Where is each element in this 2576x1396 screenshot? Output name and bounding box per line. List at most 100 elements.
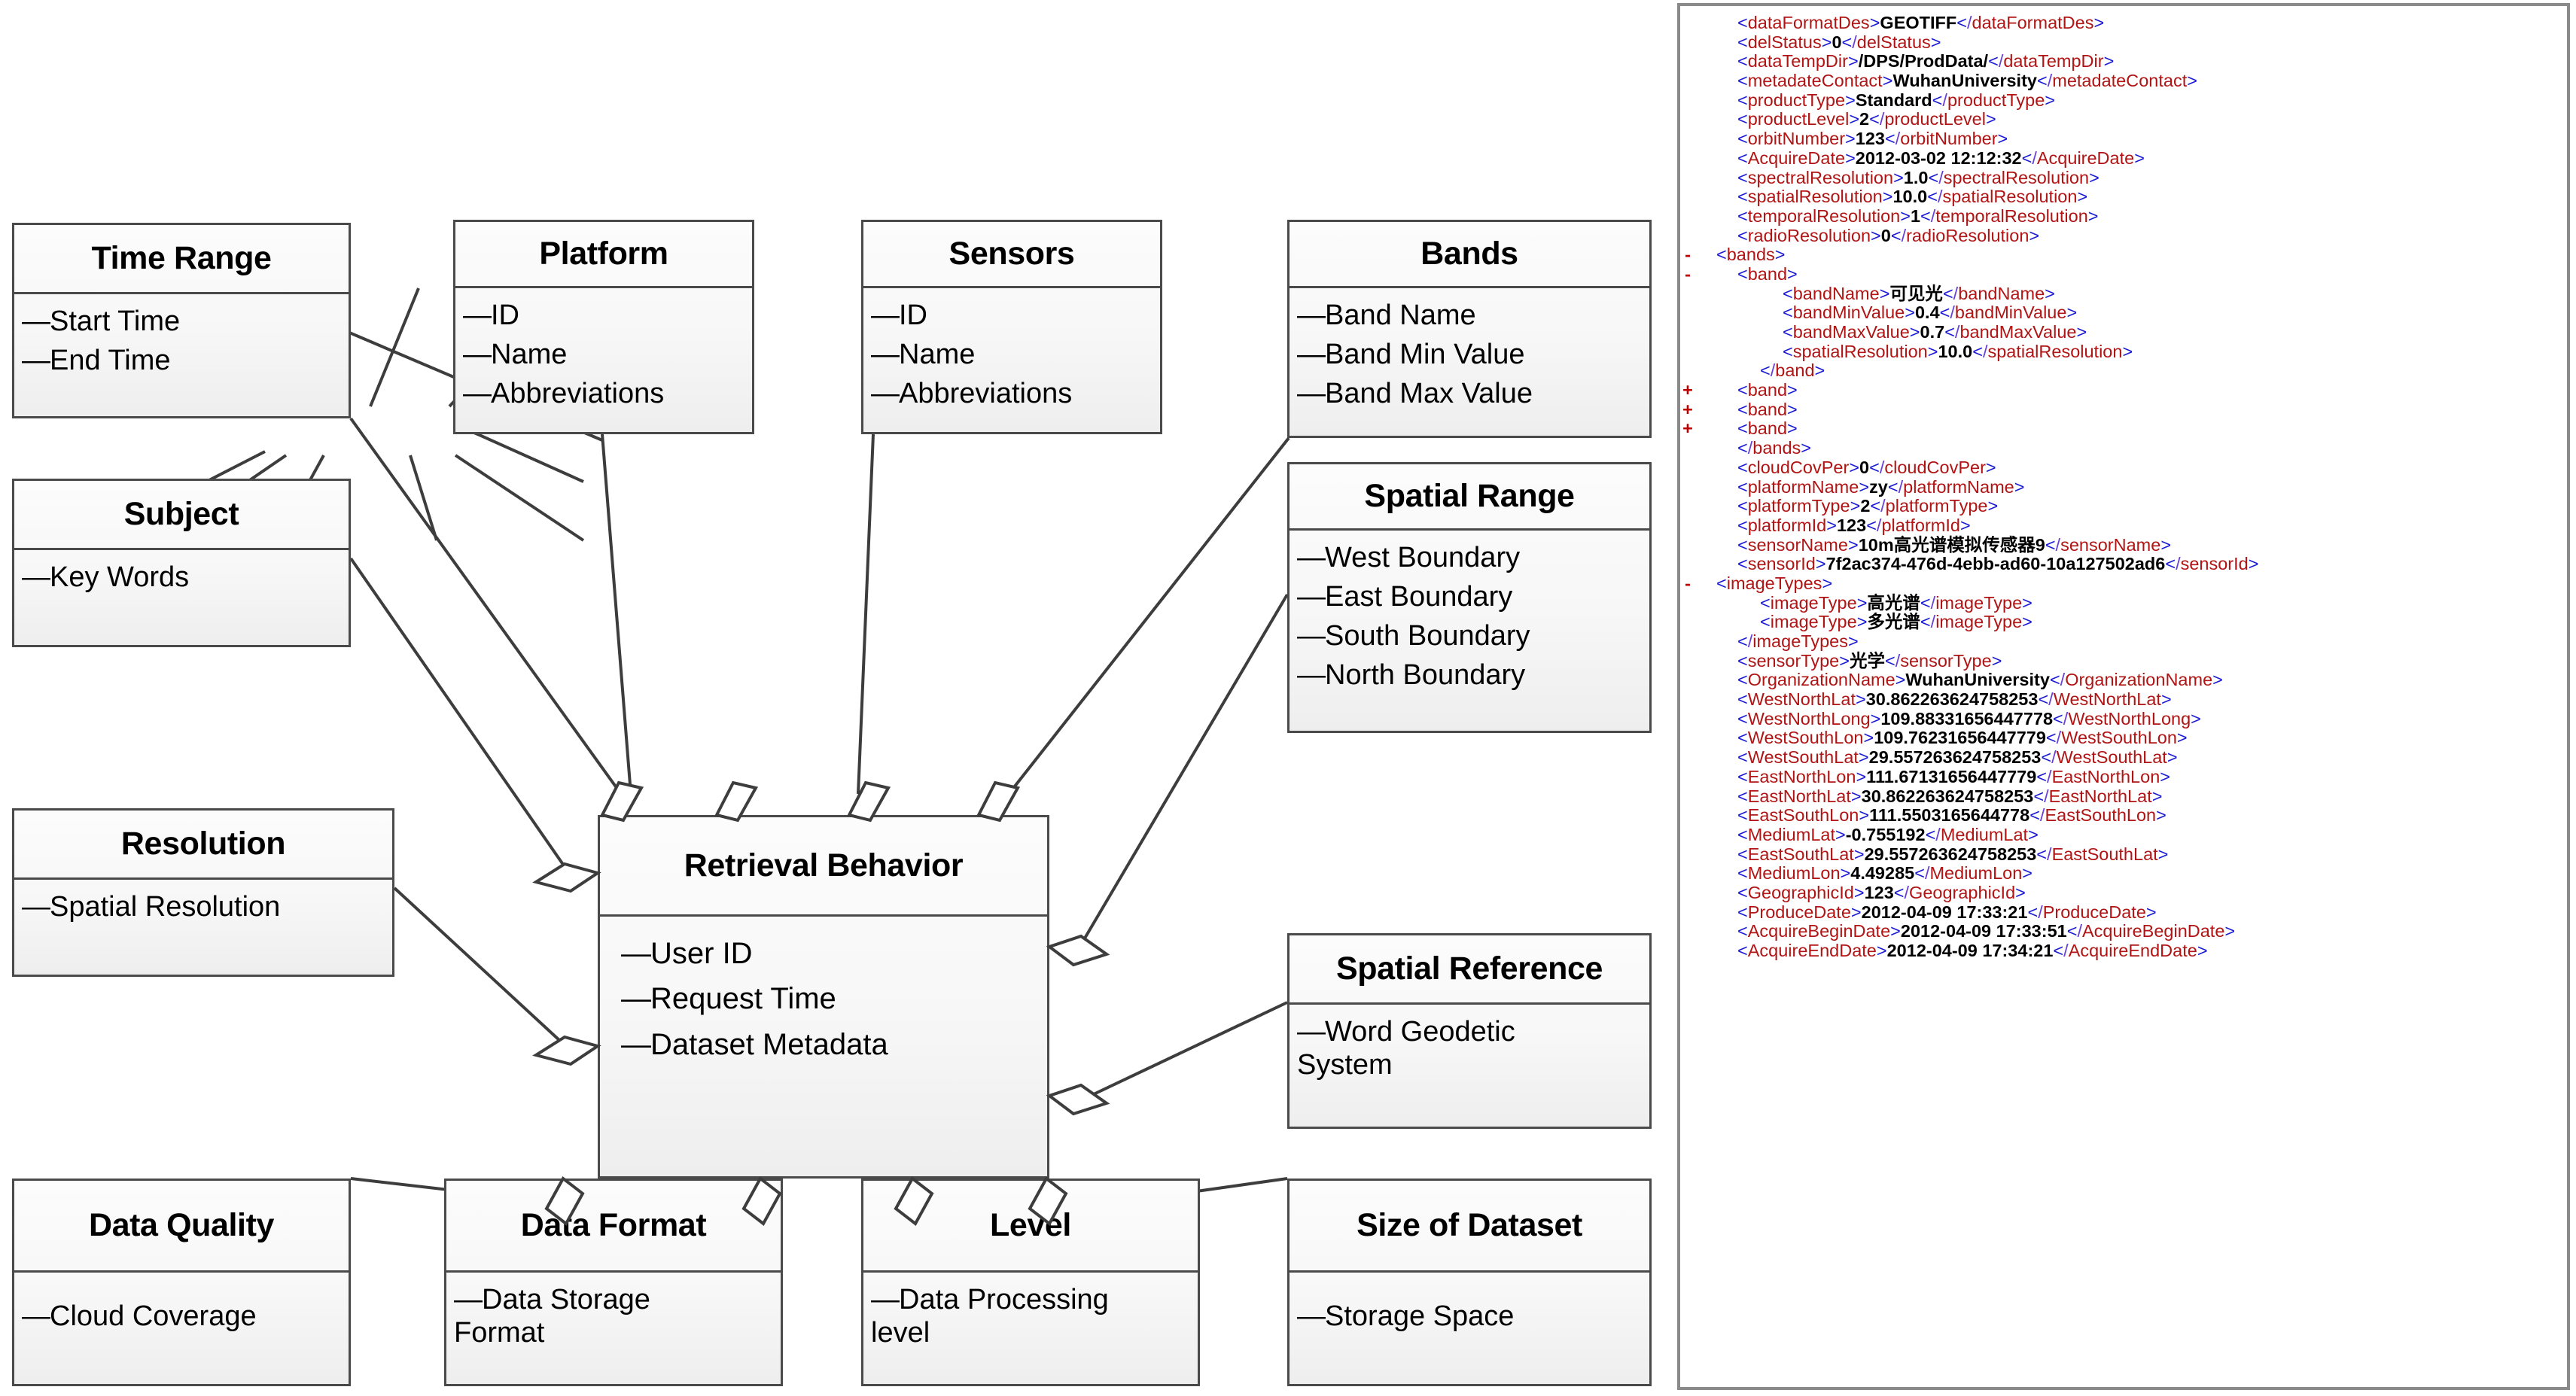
xml-line[interactable]: <delStatus>0</delStatus> <box>1680 32 2567 53</box>
uml-attribute: —South Boundary <box>1297 620 1530 652</box>
xml-node: <bandName>可见光</bandName> <box>1783 283 2055 303</box>
uml-class-size-of-dataset[interactable]: Size of Dataset —Storage Space <box>1287 1179 1652 1386</box>
uml-class-sensors[interactable]: Sensors —ID —Name —Abbreviations <box>861 220 1162 434</box>
xml-node: <AcquireEndDate>2012-04-09 17:34:21</Acq… <box>1737 941 2208 960</box>
xml-line[interactable]: <productLevel>2</productLevel> <box>1680 110 2567 129</box>
uml-class-level[interactable]: Level —Data Processing level <box>861 1179 1200 1386</box>
uml-class-time-range[interactable]: Time Range —Start Time —End Time <box>12 223 351 418</box>
xml-line[interactable]: <WestSouthLon>109.76231656447779</WestSo… <box>1680 728 2567 748</box>
xml-line[interactable]: <orbitNumber>123</orbitNumber> <box>1680 129 2567 149</box>
xml-line[interactable]: + <band> <box>1680 400 2567 420</box>
collapse-toggle-icon[interactable]: - <box>1685 573 1691 593</box>
xml-line[interactable]: <radioResolution>0</radioResolution> <box>1680 226 2567 246</box>
xml-node: <productType>Standard</productType> <box>1737 90 2056 110</box>
xml-line[interactable]: <ProduceDate>2012-04-09 17:33:21</Produc… <box>1680 902 2567 923</box>
xml-line[interactable]: <bandMinValue>0.4</bandMinValue> <box>1680 303 2567 323</box>
xml-line[interactable]: <AcquireBeginDate>2012-04-09 17:33:51</A… <box>1680 921 2567 941</box>
xml-line[interactable]: <dataFormatDes>GEOTIFF</dataFormatDes> <box>1680 13 2567 33</box>
uml-class-platform[interactable]: Platform —ID —Name —Abbreviations <box>453 220 754 434</box>
expand-toggle-icon[interactable]: + <box>1682 399 1693 419</box>
xml-line[interactable]: <MediumLon>4.49285</MediumLon> <box>1680 863 2567 884</box>
uml-attribute-list: —Data Processing level <box>863 1273 1165 1361</box>
xml-line[interactable]: <WestNorthLat>30.862263624758253</WestNo… <box>1680 689 2567 710</box>
xml-line[interactable]: + <band> <box>1680 380 2567 400</box>
xml-line[interactable]: <sensorName>10m高光谱模拟传感器9</sensorName> <box>1680 535 2567 555</box>
uml-attribute: —ID <box>463 300 519 331</box>
uml-class-data-quality[interactable]: Data Quality —Cloud Coverage <box>12 1179 351 1386</box>
xml-line[interactable]: <AcquireDate>2012-03-02 12:12:32</Acquir… <box>1680 148 2567 169</box>
xml-line[interactable]: <EastNorthLat>30.862263624758253</EastNo… <box>1680 786 2567 807</box>
xml-line[interactable]: <MediumLat>-0.755192</MediumLat> <box>1680 825 2567 845</box>
xml-node: </imageTypes> <box>1737 631 1859 651</box>
uml-attribute: —Start Time <box>22 306 181 337</box>
xml-metadata-panel[interactable]: <dataFormatDes>GEOTIFF</dataFormatDes> <… <box>1677 3 2570 1390</box>
xml-line[interactable]: <imageType>高光谱</imageType> <box>1680 593 2567 613</box>
xml-line[interactable]: </bands> <box>1680 438 2567 458</box>
xml-line[interactable]: <productType>Standard</productType> <box>1680 90 2567 111</box>
toggle-spacer-icon <box>1680 458 1695 478</box>
xml-line[interactable]: +<band> <box>1680 419 2567 439</box>
uml-class-title: Subject <box>14 481 349 550</box>
xml-line[interactable]: <sensorId>7f2ac374-476d-4ebb-ad60-10a127… <box>1680 554 2567 574</box>
collapse-toggle-icon[interactable]: - <box>1685 245 1691 265</box>
xml-line[interactable]: <GeographicId>123</GeographicId> <box>1680 882 2567 903</box>
xml-line[interactable]: <spatialResolution>10.0</spatialResoluti… <box>1680 342 2567 362</box>
xml-line[interactable]: -<bands> <box>1680 245 2567 265</box>
toggle-spacer-icon <box>1680 671 1695 690</box>
xml-line[interactable]: <platformName>zy</platformName> <box>1680 477 2567 497</box>
toggle-spacer-icon <box>1680 439 1695 458</box>
uml-attribute: —West Boundary <box>1297 542 1521 573</box>
uml-class-retrieval-behavior[interactable]: Retrieval Behavior —User ID —Request Tim… <box>598 815 1049 1179</box>
toggle-spacer-icon <box>1680 768 1695 787</box>
xml-tree-view[interactable]: <dataFormatDes>GEOTIFF</dataFormatDes> <… <box>1680 6 2567 961</box>
uml-class-title: Spatial Reference <box>1290 935 1649 1005</box>
xml-node: <band> <box>1737 399 1798 419</box>
uml-class-data-format[interactable]: Data Format —Data Storage Format <box>444 1179 783 1386</box>
uml-attribute: —Data Storage Format <box>454 1284 650 1349</box>
xml-line[interactable]: <platformId>123</platformId> <box>1680 516 2567 536</box>
xml-node: <WestNorthLong>109.88331656447778</WestN… <box>1737 708 2201 728</box>
uml-attribute-list: —Data Storage Format <box>446 1273 748 1361</box>
xml-line[interactable]: <OrganizationName>WuhanUniversity</Organ… <box>1680 671 2567 690</box>
xml-line[interactable]: <cloudCovPer>0</cloudCovPer> <box>1680 458 2567 478</box>
xml-line[interactable]: <EastSouthLon>111.5503165644778</EastSou… <box>1680 805 2567 826</box>
uml-class-resolution[interactable]: Resolution —Spatial Resolution <box>12 808 394 977</box>
xml-line[interactable]: <sensorType>光学</sensorType> <box>1680 651 2567 671</box>
xml-line[interactable]: <EastNorthLon>111.67131656447779</EastNo… <box>1680 767 2567 787</box>
toggle-spacer-icon <box>1680 284 1695 304</box>
xml-line[interactable]: <bandMaxValue>0.7</bandMaxValue> <box>1680 322 2567 342</box>
xml-line[interactable]: <imageType>多光谱</imageType> <box>1680 612 2567 632</box>
xml-line[interactable]: -<band> <box>1680 263 2567 284</box>
xml-line[interactable]: <platformType>2</platformType> <box>1680 496 2567 516</box>
xml-line[interactable]: <EastSouthLat>29.557263624758253</EastSo… <box>1680 844 2567 865</box>
xml-node: <GeographicId>123</GeographicId> <box>1737 882 2026 902</box>
uml-class-subject[interactable]: Subject —Key Words <box>12 479 351 647</box>
xml-line[interactable]: </band> <box>1680 361 2567 381</box>
xml-node: <spatialResolution>10.0</spatialResoluti… <box>1737 187 2088 207</box>
expand-toggle-icon[interactable]: + <box>1682 380 1693 400</box>
toggle-spacer-icon <box>1680 71 1695 91</box>
uml-class-title: Sensors <box>863 222 1160 288</box>
uml-class-bands[interactable]: Bands —Band Name —Band Min Value —Band M… <box>1287 220 1652 438</box>
xml-line[interactable]: <WestSouthLat>29.557263624758253</WestSo… <box>1680 747 2567 768</box>
xml-node: <band> <box>1737 380 1798 400</box>
xml-line[interactable]: <bandName>可见光</bandName> <box>1680 284 2567 304</box>
uml-attribute-list: —Key Words <box>14 550 349 606</box>
xml-line[interactable]: <spectralResolution>1.0</spectralResolut… <box>1680 168 2567 188</box>
xml-line[interactable]: <AcquireEndDate>2012-04-09 17:34:21</Acq… <box>1680 941 2567 961</box>
xml-line[interactable]: <spatialResolution>10.0</spatialResoluti… <box>1680 187 2567 207</box>
xml-line[interactable]: </imageTypes> <box>1680 631 2567 652</box>
uml-attribute: —Data Processing level <box>871 1284 1109 1349</box>
xml-line[interactable]: <temporalResolution>1</temporalResolutio… <box>1680 206 2567 227</box>
toggle-spacer-icon <box>1680 884 1695 903</box>
xml-line[interactable]: <metadateContact>WuhanUniversity</metada… <box>1680 71 2567 91</box>
xml-line[interactable]: <WestNorthLong>109.88331656447778</WestN… <box>1680 708 2567 729</box>
xml-line[interactable]: -<imageTypes> <box>1680 573 2567 594</box>
xml-node: <imageType>多光谱</imageType> <box>1760 612 2032 632</box>
expand-toggle-icon[interactable]: + <box>1682 418 1693 439</box>
toggle-spacer-icon <box>1680 690 1695 710</box>
xml-line[interactable]: <dataTempDir>/DPS/ProdData/</dataTempDir… <box>1680 52 2567 71</box>
uml-class-spatial-range[interactable]: Spatial Range —West Boundary —East Bound… <box>1287 462 1652 733</box>
uml-class-spatial-reference[interactable]: Spatial Reference —Word Geodetic System <box>1287 933 1652 1129</box>
collapse-toggle-icon[interactable]: - <box>1685 263 1691 284</box>
